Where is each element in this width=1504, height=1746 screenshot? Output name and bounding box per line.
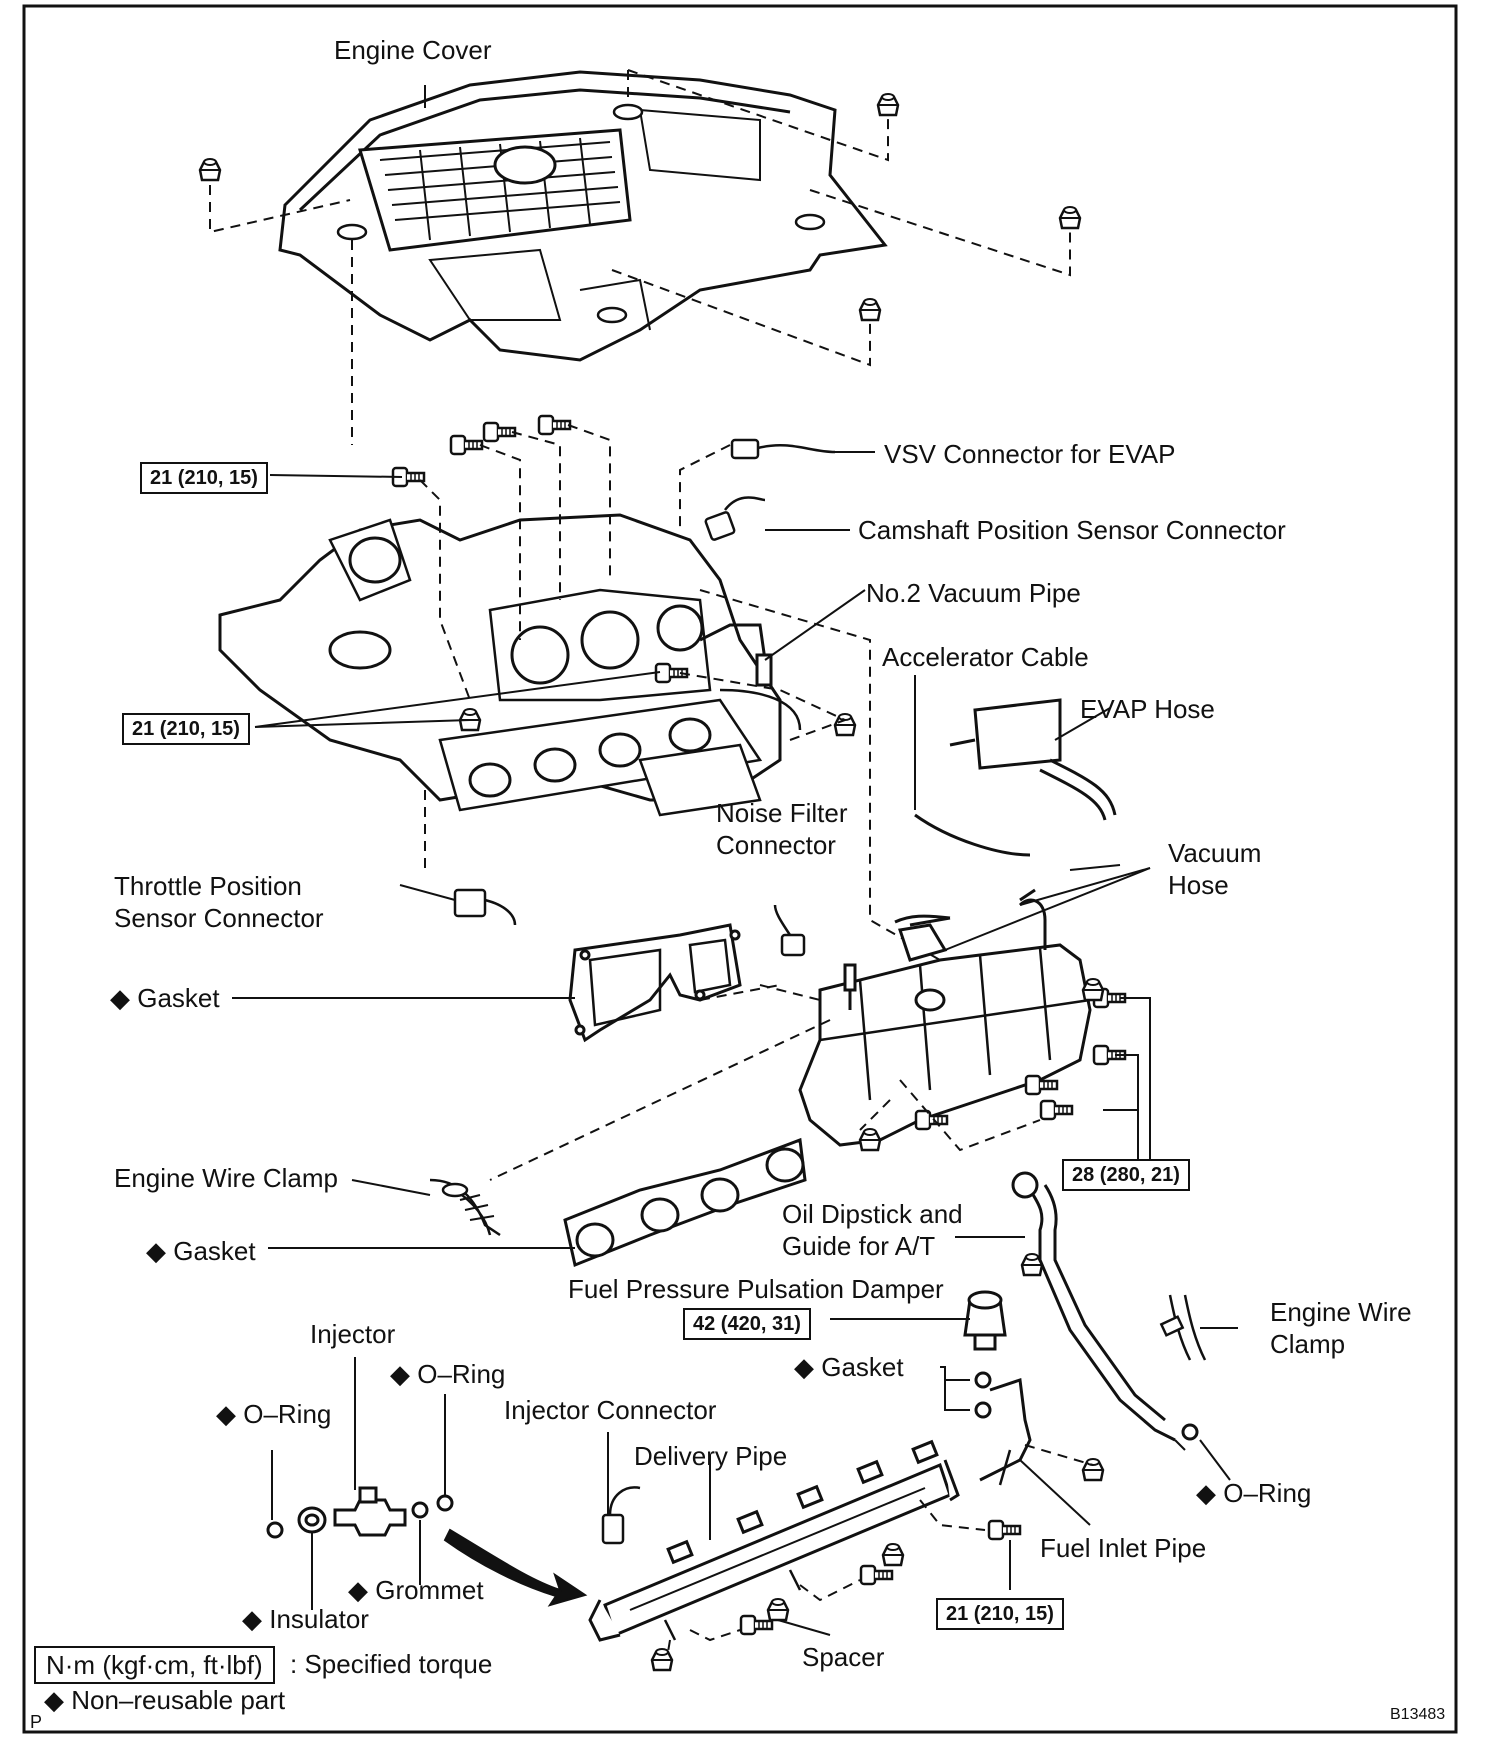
- spacer-nut: [766, 1597, 790, 1622]
- label-delivery-pipe: Delivery Pipe: [634, 1441, 788, 1471]
- cover-nut: [858, 297, 882, 322]
- spacer-nut: [650, 1647, 674, 1672]
- label-injector: Injector: [310, 1319, 396, 1349]
- legend-nonreusable: ◆ Non–reusable part: [44, 1685, 286, 1715]
- label-vacuum-hose: Vacuum Hose: [1168, 838, 1262, 900]
- accelerator-cable: [914, 813, 1031, 857]
- label-evap-hose: EVAP Hose: [1080, 694, 1215, 724]
- engine-wire-clamp-left: [429, 1178, 501, 1237]
- inlet-pipe-nut: [1081, 1457, 1105, 1482]
- torque-spec-4: 42 (420, 31): [683, 1308, 811, 1340]
- label-throttle-sensor: Throttle Position Sensor Connector: [114, 871, 324, 933]
- injector-connector: [601, 1486, 641, 1545]
- delivery-pipe: [588, 1439, 960, 1642]
- injector: [333, 1486, 407, 1537]
- corner-mark: P: [30, 1712, 43, 1732]
- label-fuel-damper: Fuel Pressure Pulsation Damper: [568, 1274, 944, 1304]
- torque-spec-1: 21 (210, 15): [140, 462, 268, 494]
- grommet: [411, 1501, 429, 1519]
- label-gasket-fuel: ◆ Gasket: [794, 1352, 904, 1382]
- dipstick-nut: [1020, 1252, 1044, 1277]
- label-oring-right: ◆ O–Ring: [1196, 1478, 1312, 1508]
- label-engine-wire-clamp-right: Engine Wire Clamp: [1270, 1297, 1412, 1359]
- intake-bolt: [537, 414, 572, 436]
- figure-code: B13483: [1390, 1706, 1446, 1723]
- label-accelerator-cable: Accelerator Cable: [882, 642, 1089, 672]
- intake-nut: [833, 712, 857, 737]
- label-oring-left: ◆ O–Ring: [216, 1399, 332, 1429]
- noise-filter-connector: [773, 904, 806, 957]
- no2-vacuum-pipe: [699, 623, 773, 687]
- cover-nut: [198, 157, 222, 182]
- vacuum-hoses: [894, 888, 1036, 924]
- manifold-nut: [1081, 977, 1105, 1002]
- vsv-connector: [730, 438, 836, 460]
- engine-cover: [278, 70, 888, 362]
- insulator: [297, 1506, 327, 1534]
- intake-bolt: [482, 421, 517, 443]
- oil-dipstick-guide: [1011, 1171, 1186, 1451]
- label-gasket-upper: ◆ Gasket: [110, 983, 220, 1013]
- insertion-arrow: [443, 1528, 588, 1607]
- throttle-intake-assembly: [218, 513, 802, 817]
- label-noise-filter: Noise Filter Connector: [716, 798, 848, 860]
- label-fuel-inlet-pipe: Fuel Inlet Pipe: [1040, 1533, 1207, 1563]
- label-insulator: ◆ Insulator: [242, 1604, 369, 1634]
- label-vsv-connector: VSV Connector for EVAP: [884, 439, 1176, 469]
- label-spacer: Spacer: [802, 1642, 885, 1672]
- label-oil-dipstick: Oil Dipstick and Guide for A/T: [782, 1199, 963, 1261]
- manifold-bolt: [1039, 1099, 1074, 1121]
- delivery-bolt: [987, 1519, 1022, 1541]
- engine-wire-clamp-right: [1159, 1294, 1207, 1361]
- gasket-washer: [974, 1401, 992, 1419]
- camshaft-sensor-connector: [704, 496, 766, 541]
- gasket-lower: [563, 1137, 807, 1268]
- torque-spec-5: 21 (210, 15): [936, 1598, 1064, 1630]
- label-camshaft-sensor: Camshaft Position Sensor Connector: [858, 515, 1286, 545]
- label-engine-cover: Engine Cover: [334, 35, 492, 65]
- oring-dipstick: [1181, 1423, 1199, 1441]
- torque-spec-2: 21 (210, 15): [122, 713, 250, 745]
- gasket-upper: [568, 923, 742, 1043]
- fuel-inlet-pipe: [979, 1377, 1032, 1486]
- delivery-bolt: [739, 1614, 774, 1636]
- throttle-sensor-connector: [453, 888, 517, 926]
- torque-spec-3: 28 (280, 21): [1062, 1159, 1190, 1191]
- cover-nut: [1058, 205, 1082, 230]
- pulsation-damper: [963, 1290, 1007, 1351]
- intake-bolt: [449, 434, 484, 456]
- legend-torque-text: : Specified torque: [290, 1649, 493, 1679]
- delivery-bolt: [859, 1564, 894, 1586]
- gasket-washer: [974, 1371, 992, 1389]
- label-no2-vacuum-pipe: No.2 Vacuum Pipe: [866, 578, 1081, 608]
- oring-left: [266, 1521, 284, 1539]
- label-injector-connector: Injector Connector: [504, 1395, 717, 1425]
- label-oring-center: ◆ O–Ring: [390, 1359, 506, 1389]
- evap-hose: [949, 698, 1117, 821]
- manifold-nut: [858, 1127, 882, 1152]
- cover-nut: [876, 92, 900, 117]
- label-gasket-lower: ◆ Gasket: [146, 1236, 256, 1266]
- oring-center: [436, 1494, 454, 1512]
- label-grommet: ◆ Grommet: [348, 1575, 484, 1605]
- label-engine-wire-clamp-left: Engine Wire Clamp: [114, 1163, 338, 1193]
- intake-manifold: [798, 898, 1092, 1147]
- legend-torque-box: N·m (kgf·cm, ft·lbf): [34, 1646, 275, 1684]
- spacer-nut: [881, 1542, 905, 1567]
- frame: [22, 4, 1458, 1734]
